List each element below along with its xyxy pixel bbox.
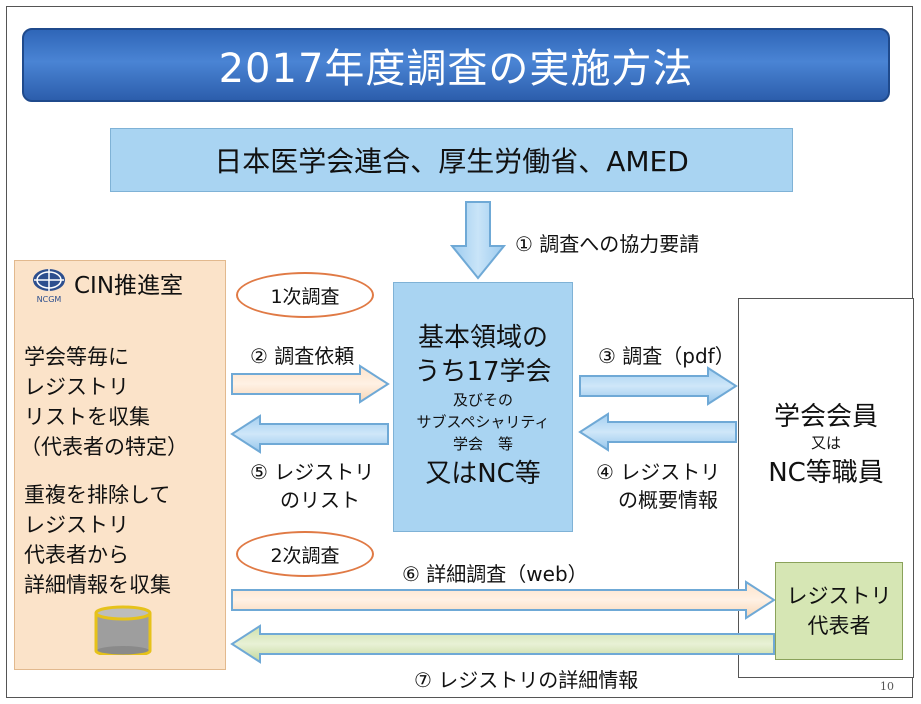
database-icon [94,605,152,655]
ncgm-logo-icon: NCGM [33,269,65,304]
registry-rep-line2: 代表者 [807,614,871,638]
slide-title: 2017年度調査の実施方法 [22,28,890,102]
cin-text1-line2: レジストリ [24,375,129,399]
right-line2: 又は [810,434,841,452]
step3-label: ③ 調査（pdf） [598,344,735,368]
organizations-box: 日本医学会連合、厚生労働省、AMED [110,128,793,192]
center-line2: うち17学会 [414,357,552,387]
cin-text-block-2: 重複を排除して レジストリ 代表者から 詳細情報を収集 [24,480,171,600]
step7-label: ⑦ レジストリの詳細情報 [414,668,639,692]
step4-left-arrow [578,412,737,452]
step4-label: ④ レジストリ の概要情報 [596,458,720,514]
request-down-arrow [450,201,506,280]
registry-rep-line1: レジストリ [786,584,892,608]
step4-line1: ④ レジストリ [596,460,721,484]
second-survey-oval: 2次調査 [236,531,374,577]
cin-text-block-1: 学会等毎に レジストリ リストを収集 （代表者の特定） [20,342,188,462]
page-number: 10 [880,680,894,693]
cin-text2-line4: 詳細情報を収集 [24,573,171,597]
ncgm-logo-text: NCGM [37,295,62,304]
registry-representative-box: レジストリ 代表者 [775,562,903,660]
center-line6: 又はNC等 [425,459,541,489]
center-line4: サブスペシャリティ [416,413,550,431]
step5-line1: ⑤ レジストリ [250,460,375,484]
cin-text1-line3: リストを収集 [24,405,150,429]
step3-right-arrow [579,366,738,406]
step5-label: ⑤ レジストリ のリスト [250,458,374,514]
step5-left-arrow [230,414,389,454]
cin-text1-line4: （代表者の特定） [20,435,188,459]
step6-right-arrow [231,580,776,620]
cin-text1-line1: 学会等毎に [24,345,129,369]
center-line3: 及びその [452,391,513,409]
center-line1: 基本領域の [417,323,548,353]
first-survey-oval: 1次調査 [236,272,374,318]
cin-office-box [14,260,226,670]
step7-left-arrow [230,624,775,664]
step1-label: ① 調査への協力要請 [515,232,700,256]
cin-title: CIN推進室 [74,273,184,299]
cin-text2-line2: レジストリ [24,513,129,537]
step2-label: ② 調査依頼 [250,344,355,368]
step4-line2: の概要情報 [618,488,718,512]
center-line5: 学会 等 [452,435,513,453]
step6-label: ⑥ 詳細調査（web） [402,562,588,586]
cin-text2-line3: 代表者から [24,543,129,567]
cin-text2-line1: 重複を排除して [24,483,171,507]
right-line1: 学会会員 [773,402,878,432]
right-line3: NC等職員 [768,458,884,488]
step5-line2: のリスト [280,488,360,512]
societies-box: 基本領域の うち17学会 及びその サブスペシャリティ 学会 等 又はNC等 [393,282,573,532]
step2-right-arrow [231,364,390,404]
